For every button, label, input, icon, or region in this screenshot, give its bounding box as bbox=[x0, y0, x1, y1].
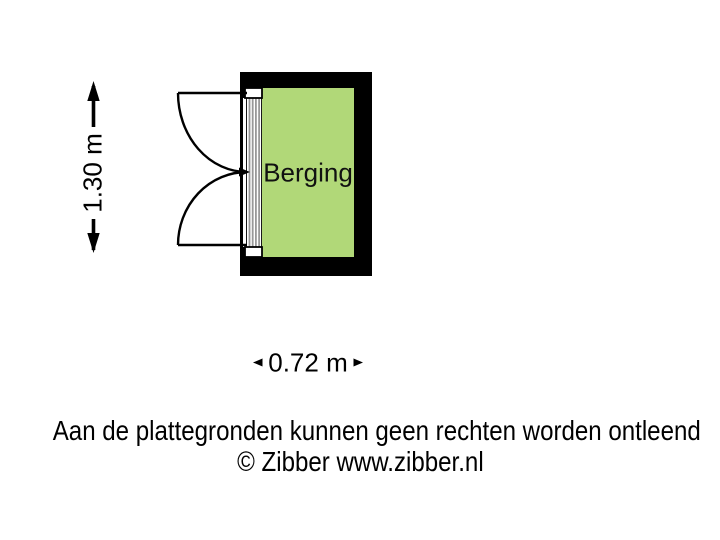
copyright-line: © Zibber www.zibber.nl bbox=[0, 446, 720, 477]
disclaimer-text: Aan de plattegronden kunnen geen rechten… bbox=[52, 415, 701, 446]
copyright-text: © Zibber www.zibber.nl bbox=[236, 446, 484, 477]
width-dimension-label: 0.72 m bbox=[262, 348, 354, 378]
door-meet-arrow-icon bbox=[239, 167, 250, 177]
footer: Aan de plattegronden kunnen geen rechten… bbox=[0, 415, 720, 477]
door-jamb-stub-bottom bbox=[240, 247, 246, 257]
door-swing bbox=[176, 91, 248, 247]
door-leaf-stripes bbox=[248, 98, 261, 247]
door-swing-arc-top bbox=[176, 92, 248, 174]
room-floor bbox=[262, 88, 354, 257]
disclaimer-line: Aan de plattegronden kunnen geen rechten… bbox=[0, 415, 720, 446]
room-label: Berging bbox=[263, 157, 353, 188]
door-jamb-top bbox=[244, 87, 263, 99]
height-dimension-label: 1.30 m bbox=[78, 127, 108, 219]
door-swing-arc-bottom bbox=[176, 170, 248, 246]
door-jamb-bottom bbox=[244, 246, 263, 258]
